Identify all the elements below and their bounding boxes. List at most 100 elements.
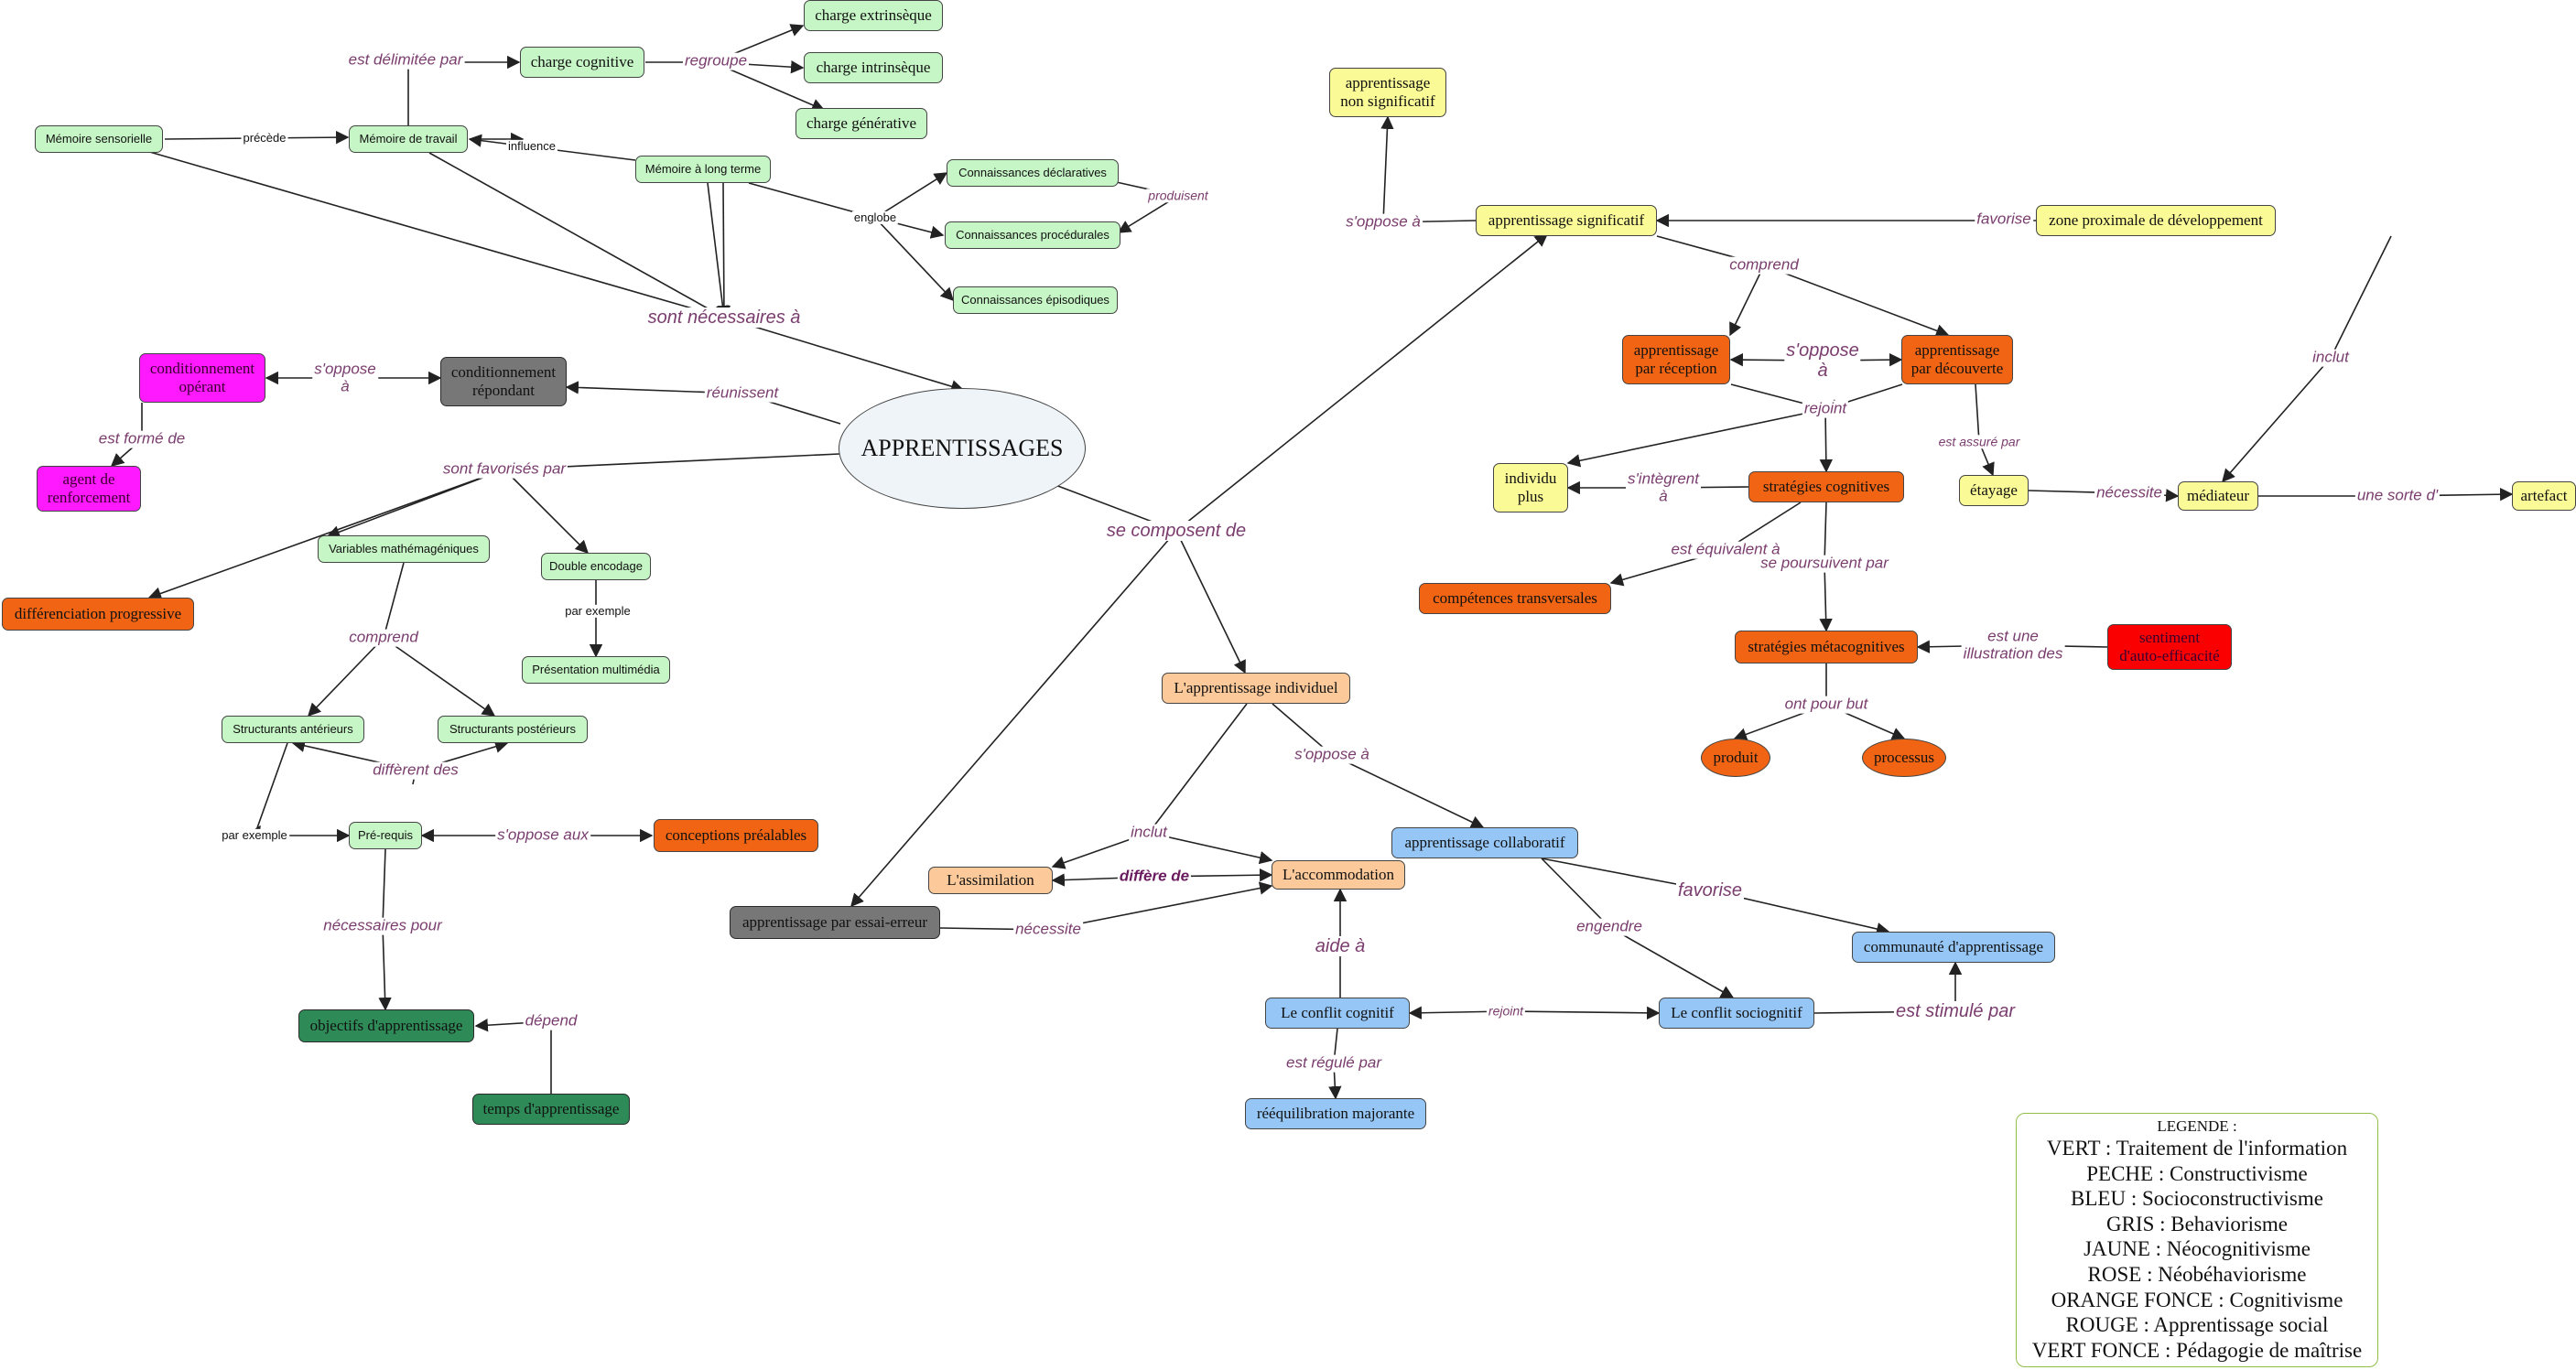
link-label-est-equivalent-a: est équivalent à (1669, 540, 1782, 559)
link-label-aide-a: aide à (1313, 936, 1368, 956)
concept-conditionnement-operant: conditionnement opérant (139, 353, 265, 403)
connector-52 (1656, 235, 1766, 337)
link-label-engendre: engendre (1575, 917, 1644, 936)
link-label-rejoint-1: rejoint (1486, 1003, 1526, 1019)
link-label-inclut-2: inclut (2311, 348, 2351, 367)
link-label-s-integrent-a: s'intègrent à (1626, 469, 1701, 505)
connector-47 (1505, 1006, 1661, 1020)
connector-12 (428, 152, 726, 318)
link-label-rejoint-2: rejoint (1802, 399, 1849, 418)
concept-apprentissage-essai-erreur: apprentissage par essai-erreur (730, 906, 940, 939)
concept-apprentissage-individuel: L'apprentissage individuel (1162, 673, 1350, 704)
concept-sentiment-auto-efficacite: sentiment d'auto-efficacité (2107, 624, 2232, 670)
concept-accommodation: L'accommodation (1272, 860, 1405, 890)
legend-item-vert-fonce: VERT FONCE : Pédagogie de maîtrise (2031, 1338, 2363, 1362)
concept-apprentissage-collaboratif: apprentissage collaboratif (1391, 827, 1578, 858)
link-label-s-oppose-a-recep: s'oppose à (1784, 340, 1861, 381)
link-label-est-une-illustration-des: est une illustration des (1961, 627, 2065, 663)
link-label-differe-de: diffère de (1117, 867, 1192, 886)
concept-double-encodage: Double encodage (541, 553, 651, 580)
link-label-sont-favorises-par: sont favorisés par (440, 459, 568, 479)
connector-56 (1566, 383, 1826, 468)
concept-charge-cognitive: charge cognitive (520, 47, 644, 78)
concept-produit: produit (1701, 739, 1770, 777)
concept-temps-apprentissage: temps d'apprentissage (472, 1094, 630, 1125)
connector-5 (712, 61, 826, 112)
link-label-necessite-1: nécessite (1013, 920, 1083, 939)
concept-conditionnement-repondant: conditionnement répondant (440, 357, 567, 406)
concept-communaute-apprentissage: communauté d'apprentissage (1852, 932, 2055, 963)
connector-2 (407, 55, 521, 125)
legend-item-jaune: JAUNE : Néocognitivisme (2084, 1237, 2311, 1261)
concept-strategies-cognitives: stratégies cognitives (1748, 471, 1904, 502)
link-label-different-des: diffèrent des (371, 761, 460, 780)
concept-assimilation: L'assimilation (928, 867, 1053, 894)
concept-differenciation-progressive: différenciation progressive (2, 598, 194, 631)
link-label-regroupe: regroupe (682, 51, 750, 70)
connector-25 (383, 637, 496, 717)
link-label-necessaires-pour: nécessaires pour (321, 916, 444, 935)
concept-conn-episodiques: Connaissances épisodiques (953, 286, 1118, 314)
connector-15 (723, 317, 965, 394)
link-label-englobe: englobe (851, 210, 899, 225)
link-label-comprend-2: comprend (1727, 255, 1801, 275)
connector-50 (1380, 115, 1477, 223)
connector-7 (748, 172, 948, 219)
link-label-est-regule-par: est régulé par (1284, 1053, 1383, 1073)
concept-conflit-cognitif: Le conflit cognitif (1265, 998, 1410, 1029)
concept-charge-extrinseque: charge extrinsèque (804, 0, 943, 31)
legend-item-orange-fonce: ORANGE FONCE : Cognitivisme (2051, 1288, 2343, 1311)
legend-item-rose: ROSE : Néobéhaviorisme (2087, 1262, 2307, 1286)
connector-38 (1148, 832, 1273, 865)
link-label-est-stimule-par: est stimulé par (1893, 1001, 2018, 1021)
link-label-favorise-1: favorise (1675, 880, 1745, 901)
link-label-s-oppose-a-signif: s'oppose à (1344, 212, 1423, 232)
connector-13 (707, 182, 730, 319)
connector-34 (1055, 484, 1246, 674)
link-label-s-oppose-aux: s'oppose aux (495, 825, 590, 845)
concept-charge-intrinseque: charge intrinsèque (804, 52, 943, 83)
concept-apprentissages: APPRENTISSAGES (839, 388, 1086, 509)
link-label-s-oppose-a-collab: s'oppose à (1293, 745, 1371, 764)
concept-reequilibration-majorante: rééquilibration majorante (1245, 1098, 1426, 1129)
concept-memoire-travail: Mémoire de travail (349, 125, 468, 153)
link-label-precede: précède (241, 130, 288, 146)
concept-apprentissage-significatif: apprentissage significatif (1476, 205, 1657, 236)
concept-agent-renforcement: agent de renforcement (37, 466, 141, 512)
link-label-influence: influence (505, 138, 558, 154)
concept-pre-requis: Pré-requis (349, 822, 422, 849)
concept-structurants-posterieurs: Structurants postérieurs (438, 716, 588, 743)
link-label-produisent: produisent (1146, 188, 1210, 203)
legend-item-gris: GRIS : Behaviorisme (2105, 1212, 2289, 1235)
link-label-comprend-1: comprend (347, 628, 420, 647)
link-label-se-composent-de: se composent de (1104, 521, 1249, 541)
link-label-necessite-2: nécessite (2094, 483, 2164, 502)
connector-53 (1763, 264, 1950, 338)
concept-memoire-sensorielle: Mémoire sensorielle (35, 125, 163, 153)
concept-structurants-anterieurs: Structurants antérieurs (222, 716, 364, 743)
link-label-inclut-1: inclut (1129, 823, 1169, 842)
concept-presentation-multimedia: Présentation multimédia (522, 656, 670, 684)
connector-14 (717, 182, 731, 319)
concept-charge-generative: charge générative (796, 108, 927, 139)
legend-item-bleu: BLEU : Socioconstructivisme (2071, 1187, 2323, 1211)
link-label-est-assure-par: est assuré par (1936, 434, 2022, 449)
concept-conceptions-prealables: conceptions préalables (654, 819, 818, 852)
connector-37 (1051, 703, 1248, 869)
connector-9 (874, 217, 954, 302)
link-label-est-forme-de: est formé de (96, 429, 188, 448)
link-label-sont-necessaires-a: sont nécessaires à (645, 307, 803, 328)
connector-41 (1272, 703, 1485, 828)
concept-mediateur: médiateur (2178, 481, 2258, 511)
link-label-par-exemple-1: par exemple (563, 603, 633, 619)
concept-artefact: artefact (2512, 481, 2576, 511)
legend-title: LEGENDE : (2157, 1117, 2237, 1135)
connector-22 (503, 469, 590, 555)
link-label-s-oppose-a-cond: s'oppose à (312, 360, 378, 395)
connector-20 (326, 453, 840, 539)
legend-item-rouge: ROUGE : Apprentissage social (2065, 1313, 2329, 1337)
connector-60 (2222, 235, 2392, 483)
link-label-depend: dépend (523, 1011, 579, 1030)
link-label-par-exemple-2: par exemple (220, 827, 289, 843)
